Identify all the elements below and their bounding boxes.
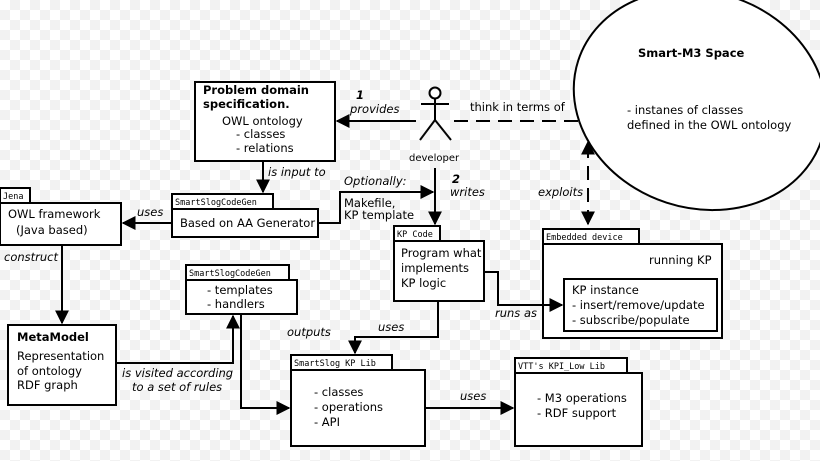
outputs-label: outputs bbox=[287, 325, 331, 339]
slog-lib-tab: SmartSlog KP Lib bbox=[294, 359, 376, 369]
developer-actor: developer bbox=[409, 86, 460, 164]
problem-domain-line1: OWL ontology bbox=[222, 114, 303, 128]
is-visited-arrow bbox=[117, 314, 240, 364]
low-lib-line1: - M3 operations bbox=[537, 391, 627, 405]
kp-code-tab: KP Code bbox=[397, 230, 433, 240]
kp-template-label: KP template bbox=[344, 208, 414, 222]
makefile-label: Makefile, bbox=[344, 196, 395, 210]
problem-domain-line2: - classes bbox=[236, 127, 285, 141]
kp-instance-box bbox=[563, 278, 718, 332]
kp-code-line3: KP logic bbox=[401, 276, 446, 290]
problem-domain-title1: Problem domain bbox=[203, 83, 309, 97]
smart-m3-space: Smart-M3 Space - instanes of classes def… bbox=[572, 0, 820, 212]
step2-number: 2 bbox=[452, 172, 460, 186]
provides-label: provides bbox=[349, 102, 399, 116]
codegen2-line1: - templates bbox=[207, 283, 273, 297]
jena-line1: OWL framework bbox=[8, 207, 101, 221]
smart-space-title: Smart-M3 Space bbox=[638, 46, 745, 60]
visited-label-line2: to a set of rules bbox=[132, 380, 222, 394]
jena-box: Jena OWL framework (Java based) bbox=[0, 187, 122, 246]
metamodel-line2: of ontology bbox=[17, 364, 82, 378]
kp-code-line1: Program what bbox=[401, 246, 482, 260]
developer-head-icon bbox=[428, 86, 442, 100]
metamodel-box: MetaModel Representation of ontology RDF… bbox=[7, 324, 117, 406]
jena-line2: (Java based) bbox=[16, 223, 88, 237]
embedded-device-box: Embedded device running KP KP instance -… bbox=[542, 228, 723, 339]
kp-instance-title: KP instance bbox=[572, 283, 639, 297]
smart-space-line2: defined in the OWL ontology bbox=[627, 118, 791, 132]
metamodel-title: MetaModel bbox=[17, 330, 89, 344]
runs-as-arrow bbox=[484, 271, 564, 312]
slog-lib-line2: - operations bbox=[314, 400, 383, 414]
optionally-arrow bbox=[318, 185, 435, 224]
problem-domain-line3: - relations bbox=[236, 141, 294, 155]
edge-labels: 1 provides think in terms of is input to… bbox=[4, 88, 583, 403]
slog-lib-line3: - API bbox=[314, 415, 340, 429]
codegen1-body: Based on AA Generator bbox=[180, 216, 315, 230]
low-lib-line2: - RDF support bbox=[537, 406, 617, 420]
uses-low-label: uses bbox=[460, 389, 486, 403]
metamodel-line3: RDF graph bbox=[17, 378, 78, 392]
uses-jena-label: uses bbox=[137, 205, 163, 219]
problem-domain-title2: specification. bbox=[203, 97, 290, 111]
codegen-templates-box: SmartSlogCodeGen - templates - handlers bbox=[185, 264, 298, 315]
kp-code-line2: implements bbox=[401, 261, 469, 275]
kpi-low-lib-box: VTT's KPI_Low Lib - M3 operations - RDF … bbox=[514, 357, 643, 447]
problem-domain-box: Problem domain specification. OWL ontolo… bbox=[194, 81, 336, 162]
think-label: think in terms of bbox=[470, 100, 566, 114]
codegen2-tab: SmartSlogCodeGen bbox=[189, 269, 271, 279]
metamodel-line1: Representation bbox=[17, 349, 104, 363]
kp-instance-line2: - subscribe/populate bbox=[572, 313, 690, 327]
slog-lib-line1: - classes bbox=[314, 385, 363, 399]
codegen2-line2: - handlers bbox=[207, 297, 265, 311]
smart-space-line1: - instanes of classes bbox=[627, 103, 743, 117]
embedded-running: running KP bbox=[649, 253, 712, 267]
smartslog-kp-lib-box: SmartSlog KP Lib - classes - operations … bbox=[290, 354, 426, 447]
is-input-to-label: is input to bbox=[268, 165, 326, 179]
writes-label: writes bbox=[450, 185, 485, 199]
codegen-generator-box: SmartSlogCodeGen Based on AA Generator bbox=[171, 193, 319, 238]
exploits-label: exploits bbox=[538, 185, 583, 199]
visited-label-line1: is visited according bbox=[122, 366, 233, 380]
uses-kp-lib-arrow bbox=[348, 302, 439, 355]
jena-tab: Jena bbox=[3, 192, 23, 202]
step1-number: 1 bbox=[356, 88, 364, 102]
developer-label: developer bbox=[409, 153, 460, 164]
kp-code-box: KP Code Program what implements KP logic bbox=[393, 225, 485, 302]
runs-as-label: runs as bbox=[495, 306, 537, 320]
codegen1-tab: SmartSlogCodeGen bbox=[175, 198, 257, 208]
optionally-label: Optionally: bbox=[344, 174, 407, 188]
embedded-tab: Embedded device bbox=[546, 233, 623, 243]
construct-label: construct bbox=[4, 250, 58, 264]
low-lib-tab: VTT's KPI_Low Lib bbox=[518, 362, 605, 372]
kp-instance-line1: - insert/remove/update bbox=[572, 298, 705, 312]
outputs-arrow bbox=[240, 314, 291, 415]
uses-kp-label: uses bbox=[378, 320, 404, 334]
